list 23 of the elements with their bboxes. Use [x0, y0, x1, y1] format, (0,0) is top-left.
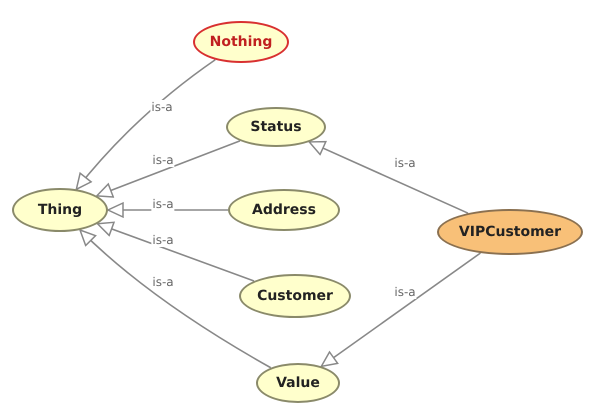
arrow	[96, 222, 254, 282]
edge-label: is-a	[150, 100, 174, 114]
arrow	[76, 59, 216, 190]
edge-label: is-a	[151, 197, 175, 211]
class-name: Status	[250, 119, 302, 135]
class-ellipse	[226, 107, 326, 147]
class-name: Nothing	[210, 34, 272, 50]
class-name: Thing	[38, 202, 82, 218]
arrow	[308, 140, 468, 214]
edge-label: is-a	[393, 285, 417, 299]
class-ellipse	[12, 188, 108, 232]
arrow	[96, 140, 240, 198]
class-name: VIPCustomer	[458, 224, 562, 240]
arrow	[107, 202, 228, 218]
arrow	[320, 252, 481, 368]
class-name: Address	[252, 202, 316, 218]
edge-label: is-a	[393, 156, 417, 170]
class-name: Value	[276, 375, 320, 391]
edge-label: is-a	[151, 153, 175, 167]
edge-label: is-a	[151, 233, 175, 247]
edge-label: is-a	[151, 275, 175, 289]
class-name: Customer	[257, 288, 333, 304]
arrow	[79, 229, 272, 368]
